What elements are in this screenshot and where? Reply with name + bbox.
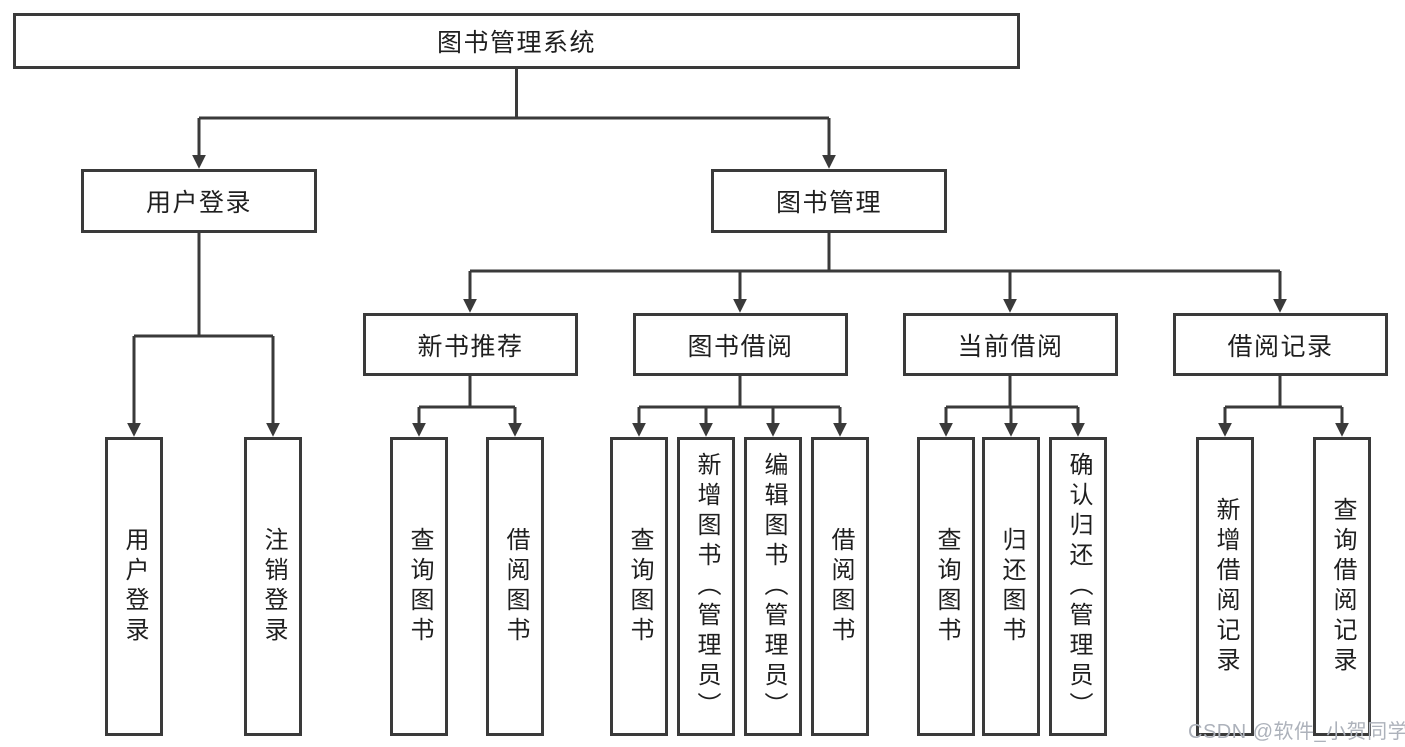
node-book-borrow: 图书借阅 [633,313,848,376]
csdn-watermark: CSDN @软件_小贺同学 [1188,721,1405,743]
leaf-add-borrow-record: 新增借阅记录 [1196,437,1254,736]
node-user-login: 用户登录 [81,169,317,233]
leaf-return-books: 归还图书 [982,437,1040,736]
leaf-edit-books-admin: 编辑图书（管理员） [744,437,802,736]
leaf-user-login: 用户登录 [105,437,163,736]
leaf-borrow-books-recommend: 借阅图书 [486,437,544,736]
leaf-logout: 注销登录 [244,437,302,736]
node-library-management-system: 图书管理系统 [13,13,1020,69]
node-borrow-records: 借阅记录 [1173,313,1388,376]
leaf-add-books-admin: 新增图书（管理员） [677,437,735,736]
leaf-query-books-current: 查询图书 [917,437,975,736]
node-book-management: 图书管理 [711,169,947,233]
leaf-borrow-books: 借阅图书 [811,437,869,736]
leaf-query-books-borrow: 查询图书 [610,437,668,736]
leaf-confirm-return-admin: 确认归还（管理员） [1049,437,1107,736]
node-new-book-recommend: 新书推荐 [363,313,578,376]
node-current-borrow: 当前借阅 [903,313,1118,376]
leaf-query-borrow-record: 查询借阅记录 [1313,437,1371,736]
leaf-query-books-recommend: 查询图书 [390,437,448,736]
